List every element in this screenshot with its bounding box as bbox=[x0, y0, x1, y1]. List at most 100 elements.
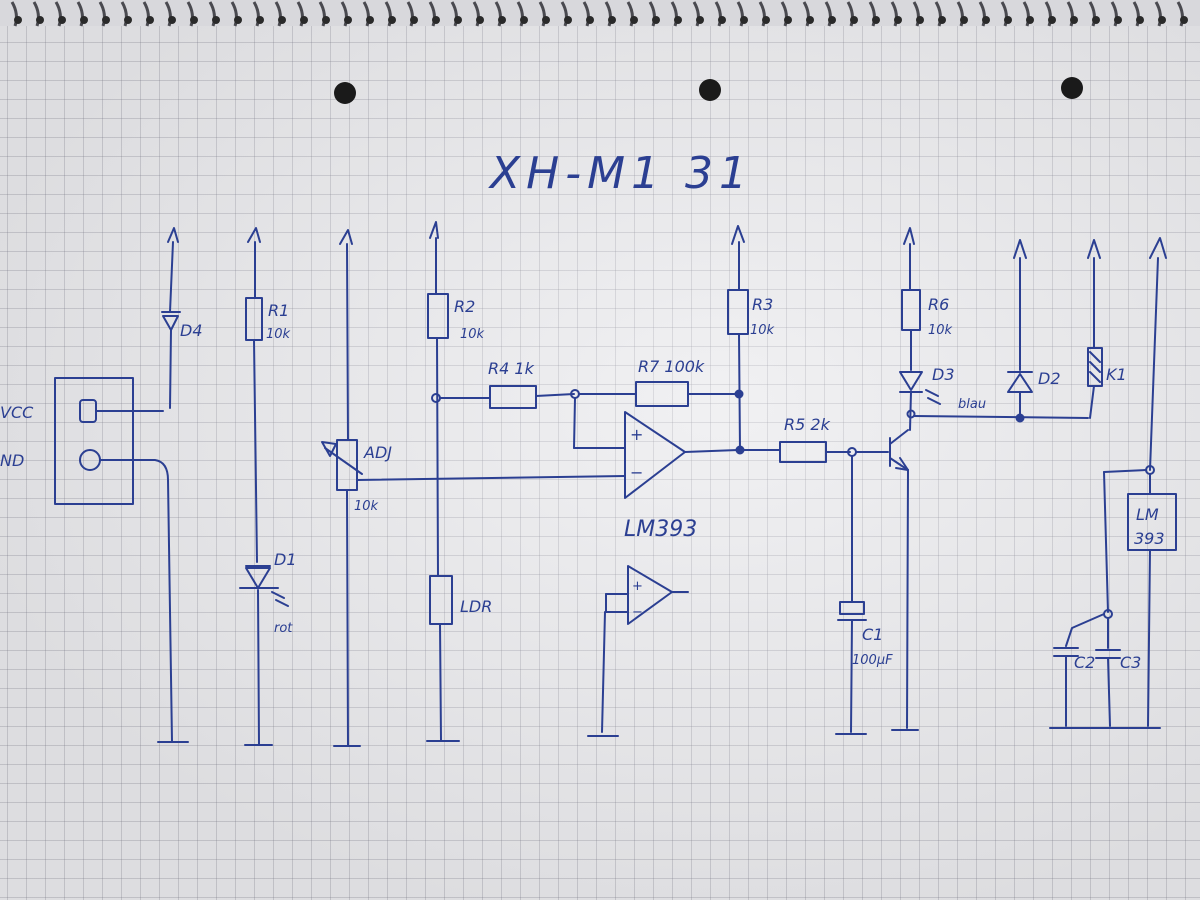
vcc-label: VCC bbox=[0, 403, 34, 422]
coil-hole bbox=[784, 16, 792, 24]
spiral-coil bbox=[956, 1, 964, 27]
coil-hole bbox=[762, 16, 770, 24]
punch-hole-1 bbox=[334, 82, 356, 104]
punch-hole-2 bbox=[699, 79, 721, 101]
coil-hole bbox=[1070, 16, 1078, 24]
spiral-coil bbox=[890, 1, 898, 27]
coil-hole bbox=[828, 16, 836, 24]
spiral-coil bbox=[560, 1, 568, 27]
spiral-coil bbox=[516, 1, 524, 27]
spiral-coil bbox=[1088, 1, 1096, 27]
circuit-title: XH-M1 31 bbox=[488, 148, 753, 199]
spiral-coil bbox=[274, 1, 282, 27]
c1-value: 100µF bbox=[852, 653, 893, 668]
coil-hole bbox=[718, 16, 726, 24]
opamp2-plus: + bbox=[632, 579, 643, 594]
d1-color: rot bbox=[274, 621, 293, 636]
d4-label: D4 bbox=[180, 321, 203, 340]
coil-hole bbox=[344, 16, 352, 24]
coil-hole bbox=[212, 16, 220, 24]
coil-hole bbox=[1180, 16, 1188, 24]
comparator-stage bbox=[489, 225, 749, 499]
spiral-coil bbox=[120, 1, 128, 27]
spiral-coil bbox=[1110, 1, 1118, 27]
coil-hole bbox=[1114, 16, 1122, 24]
spiral-coil bbox=[670, 1, 678, 27]
coil-hole bbox=[1004, 16, 1012, 24]
spiral-coil bbox=[1132, 1, 1140, 27]
relay-stage bbox=[1007, 239, 1103, 423]
r7-label: R7 100k bbox=[638, 357, 705, 376]
spiral-coil bbox=[406, 1, 414, 27]
spiral-coil bbox=[868, 1, 876, 27]
opamp-plus: + bbox=[630, 425, 643, 444]
spiral-coil bbox=[1154, 1, 1162, 27]
spiral-coil bbox=[10, 1, 18, 27]
coil-hole bbox=[14, 16, 22, 24]
coil-hole bbox=[1158, 16, 1166, 24]
spiral-coil bbox=[54, 1, 62, 27]
r5-label: R5 2k bbox=[784, 415, 831, 434]
spiral-coil bbox=[76, 1, 84, 27]
r6-label: R6 bbox=[928, 295, 949, 314]
coil-hole bbox=[542, 16, 550, 24]
opamp-minus: − bbox=[630, 463, 643, 482]
spiral-coil bbox=[824, 1, 832, 27]
adj-value: 10k bbox=[354, 499, 379, 514]
coil-hole bbox=[190, 16, 198, 24]
coil-hole bbox=[740, 16, 748, 24]
d1-label: D1 bbox=[274, 550, 297, 569]
ic-label-2: 393 bbox=[1134, 529, 1165, 548]
coil-hole bbox=[806, 16, 814, 24]
spiral-coil bbox=[450, 1, 458, 27]
spiral-coil bbox=[296, 1, 304, 27]
coil-hole bbox=[58, 16, 66, 24]
spiral-coil bbox=[384, 1, 392, 27]
coil-hole bbox=[630, 16, 638, 24]
coil-hole bbox=[102, 16, 110, 24]
adj-label: ADJ bbox=[363, 443, 392, 462]
coil-hole bbox=[366, 16, 374, 24]
coil-hole bbox=[124, 16, 132, 24]
coil-hole bbox=[674, 16, 682, 24]
spiral-coil bbox=[208, 1, 216, 27]
spiral-coil bbox=[1176, 1, 1184, 27]
spiral-binding bbox=[0, 0, 1200, 27]
d4-branch bbox=[157, 227, 189, 743]
spiral-coil bbox=[582, 1, 590, 27]
coil-hole bbox=[872, 16, 880, 24]
spiral-coil bbox=[472, 1, 480, 27]
r6-d3-branch bbox=[899, 227, 1089, 431]
c2-label: C2 bbox=[1074, 653, 1095, 672]
gnd-label: ND bbox=[0, 451, 24, 470]
coil-hole bbox=[850, 16, 858, 24]
d3-label: D3 bbox=[932, 365, 955, 384]
r2-ldr-branch bbox=[426, 221, 491, 742]
spiral-coil bbox=[32, 1, 40, 27]
power-connector bbox=[54, 377, 173, 743]
spiral-coil bbox=[340, 1, 348, 27]
r6-value: 10k bbox=[928, 323, 953, 338]
r1-value: 10k bbox=[266, 327, 291, 342]
coil-hole bbox=[1092, 16, 1100, 24]
spiral-coil bbox=[494, 1, 502, 27]
ldr-label: LDR bbox=[460, 597, 492, 616]
spiral-coil bbox=[1022, 1, 1030, 27]
coil-hole bbox=[36, 16, 44, 24]
coil-hole bbox=[564, 16, 572, 24]
spiral-coil bbox=[98, 1, 106, 27]
coil-hole bbox=[894, 16, 902, 24]
spiral-coil bbox=[912, 1, 920, 27]
coil-hole bbox=[322, 16, 330, 24]
r4-label: R4 1k bbox=[488, 359, 535, 378]
coil-hole bbox=[608, 16, 616, 24]
ic-label-1: LM bbox=[1136, 505, 1159, 524]
r1-label: R1 bbox=[268, 301, 289, 320]
coil-hole bbox=[476, 16, 484, 24]
spiral-coil bbox=[648, 1, 656, 27]
coil-hole bbox=[1048, 16, 1056, 24]
coil-hole bbox=[652, 16, 660, 24]
unused-opamp bbox=[587, 565, 689, 737]
ic-supply bbox=[1049, 237, 1177, 729]
